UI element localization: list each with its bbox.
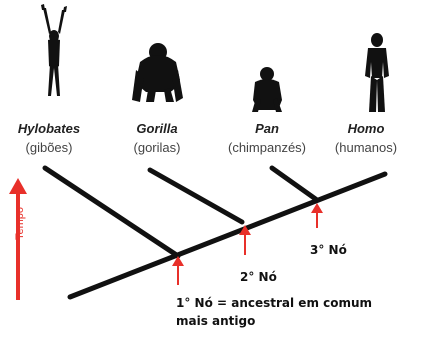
common-name-humans: (humanos) [311, 140, 421, 155]
chimpanzee-icon [252, 67, 282, 112]
common-name-gorillas: (gorilas) [102, 140, 212, 155]
human-icon [365, 33, 389, 112]
gorilla-branch [150, 170, 242, 222]
common-name-chimpanzees: (chimpanzés) [212, 140, 322, 155]
hylobates-branch [45, 168, 178, 256]
pan-branch [272, 168, 317, 200]
node-3-label: 3° Nó [310, 243, 347, 257]
genus-pan: Pan [212, 121, 322, 136]
node-1-label-line2: mais antigo [176, 314, 255, 328]
genus-hylobates: Hylobates [0, 121, 104, 136]
node-1-label: 1° Nó = ancestral em comum [176, 296, 372, 310]
time-axis-label: Tempo [14, 207, 26, 240]
genus-gorilla: Gorilla [102, 121, 212, 136]
node-2-label: 2° Nó [240, 270, 277, 284]
gibbon-icon [41, 4, 67, 96]
genus-homo: Homo [311, 121, 421, 136]
trunk-branch [70, 174, 385, 297]
cladogram-branches [45, 168, 385, 297]
common-name-gibbons: (gibões) [0, 140, 104, 155]
gorilla-icon [132, 43, 183, 102]
